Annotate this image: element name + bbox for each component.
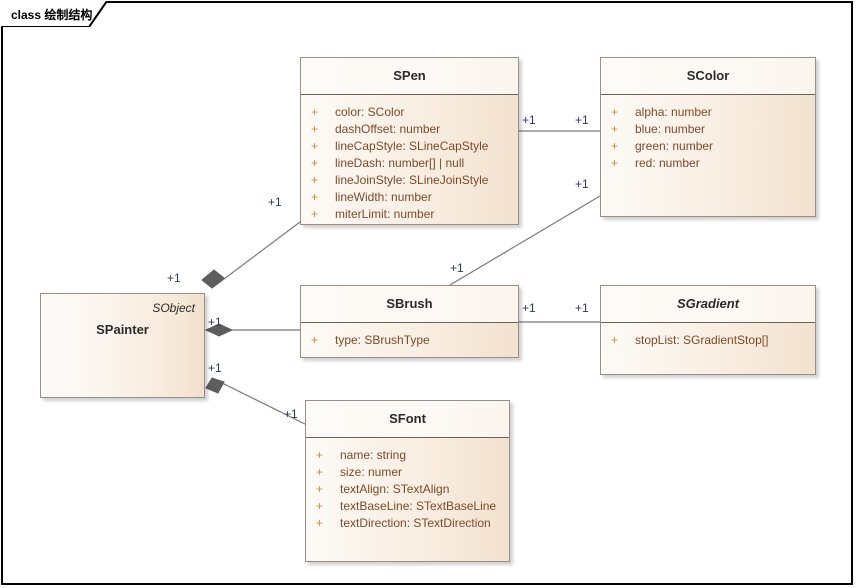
class-attributes-scolor: + alpha: number + blue: number + green: numbe… <box>601 95 815 172</box>
visibility-marker: + <box>611 122 619 136</box>
multiplicity-label-m-sfont-left: +1 <box>284 407 298 421</box>
visibility-marker: + <box>316 482 324 496</box>
visibility-marker: + <box>311 333 319 347</box>
attribute-row: + lineDash: number[] | null <box>301 155 518 172</box>
visibility-marker: + <box>311 105 319 119</box>
attribute-text: alpha: number <box>635 105 712 119</box>
visibility-marker: + <box>611 139 619 153</box>
attribute-row: + textAlign: STextAlign <box>306 481 509 498</box>
attribute-text: blue: number <box>635 122 706 136</box>
attribute-text: green: number <box>635 139 714 153</box>
class-box-sfont[interactable]: SFont + name: string + size: numer + textAlign… <box>305 400 510 562</box>
class-header-sgradient: SGradient <box>601 286 815 323</box>
class-attributes-sgradient: + stopList: SGradientStop[] <box>601 323 815 349</box>
frame-tab-shape <box>1 1 107 27</box>
attribute-text: lineJoinStyle: SLineJoinStyle <box>335 173 489 187</box>
attribute-text: lineCapStyle: SLineCapStyle <box>335 139 489 153</box>
attribute-row: + type: SBrushType <box>301 332 518 349</box>
attribute-text: miterLimit: number <box>335 207 435 221</box>
attribute-text: lineDash: number[] | null <box>335 156 465 170</box>
multiplicity-label-m-painter-pen: +1 <box>167 271 181 285</box>
visibility-marker: + <box>311 156 319 170</box>
visibility-marker: + <box>311 139 319 153</box>
class-stereotype-sobject: SObject <box>152 301 195 315</box>
attribute-row: + lineWidth: number <box>301 189 518 206</box>
visibility-marker: + <box>611 105 619 119</box>
attribute-row: + miterLimit: number <box>301 206 518 223</box>
attribute-text: textDirection: STextDirection <box>340 516 491 530</box>
class-attributes-spen: + color: SColor + dashOffset: number + lineCa… <box>301 95 518 223</box>
diagram-frame-tab: class 绘制结构 <box>1 1 107 27</box>
class-header-sbrush: SBrush <box>301 286 518 323</box>
multiplicity-label-m-spen-scolor-l: +1 <box>522 113 536 127</box>
multiplicity-label-m-painter-font: +1 <box>208 361 222 375</box>
attribute-row: + color: SColor <box>301 104 518 121</box>
multiplicity-label-m-sbrush-grad-r: +1 <box>575 301 589 315</box>
attribute-row: + lineCapStyle: SLineCapStyle <box>301 138 518 155</box>
visibility-marker: + <box>611 333 619 347</box>
class-name-sbrush: SBrush <box>386 296 433 311</box>
class-box-scolor[interactable]: SColor + alpha: number + blue: number + green:… <box>600 57 816 217</box>
attribute-row: + stopList: SGradientStop[] <box>601 332 815 349</box>
class-name-sfont: SFont <box>389 411 426 426</box>
attribute-text: name: string <box>340 448 407 462</box>
diagram-title: class 绘制结构 <box>11 8 93 22</box>
attribute-text: stopList: SGradientStop[] <box>635 333 769 347</box>
multiplicity-label-m-spen-left: +1 <box>268 195 282 209</box>
multiplicity-label-m-spen-scolor-r: +1 <box>575 113 589 127</box>
class-header-sfont: SFont <box>306 401 509 438</box>
attribute-text: type: SBrushType <box>335 333 430 347</box>
multiplicity-label-m-painter-brush: +1 <box>208 315 222 329</box>
visibility-marker: + <box>316 516 324 530</box>
visibility-marker: + <box>611 156 619 170</box>
visibility-marker: + <box>316 448 324 462</box>
class-attributes-sbrush: + type: SBrushType <box>301 323 518 349</box>
attribute-text: dashOffset: number <box>335 122 441 136</box>
visibility-marker: + <box>311 173 319 187</box>
attribute-row: + blue: number <box>601 121 815 138</box>
attribute-row: + dashOffset: number <box>301 121 518 138</box>
class-box-spainter[interactable]: SObject SPainter <box>40 293 205 398</box>
visibility-marker: + <box>311 190 319 204</box>
multiplicity-label-m-sbrush-grad-l: +1 <box>522 301 536 315</box>
class-attributes-sfont: + name: string + size: numer + textAlign: STe… <box>306 438 509 532</box>
class-name-scolor: SColor <box>686 68 730 83</box>
class-name-spainter: SPainter <box>96 322 149 337</box>
class-header-spen: SPen <box>301 58 518 95</box>
visibility-marker: + <box>311 207 319 221</box>
attribute-row: + size: numer <box>306 464 509 481</box>
attribute-text: textBaseLine: STextBaseLine <box>340 499 497 513</box>
multiplicity-label-m-sbrush-top: +1 <box>450 261 464 275</box>
attribute-text: red: number <box>635 156 700 170</box>
visibility-marker: + <box>316 465 324 479</box>
class-name-spen: SPen <box>393 68 426 83</box>
attribute-text: textAlign: STextAlign <box>340 482 450 496</box>
attribute-text: lineWidth: number <box>335 190 432 204</box>
attribute-row: + lineJoinStyle: SLineJoinStyle <box>301 172 518 189</box>
attribute-text: color: SColor <box>335 105 405 119</box>
class-box-spen[interactable]: SPen + color: SColor + dashOffset: number + li… <box>300 57 519 225</box>
class-box-sbrush[interactable]: SBrush + type: SBrushType <box>300 285 519 358</box>
attribute-row: + green: number <box>601 138 815 155</box>
attribute-row: + textBaseLine: STextBaseLine <box>306 498 509 515</box>
attribute-text: size: numer <box>340 465 403 479</box>
class-header-scolor: SColor <box>601 58 815 95</box>
attribute-row: + alpha: number <box>601 104 815 121</box>
attribute-row: + textDirection: STextDirection <box>306 515 509 532</box>
visibility-marker: + <box>311 122 319 136</box>
attribute-row: + red: number <box>601 155 815 172</box>
multiplicity-label-m-sbrush-scolor-r: +1 <box>575 177 589 191</box>
class-box-sgradient[interactable]: SGradient + stopList: SGradientStop[] <box>600 285 816 375</box>
visibility-marker: + <box>316 499 324 513</box>
attribute-row: + name: string <box>306 447 509 464</box>
class-name-sgradient: SGradient <box>676 296 740 311</box>
